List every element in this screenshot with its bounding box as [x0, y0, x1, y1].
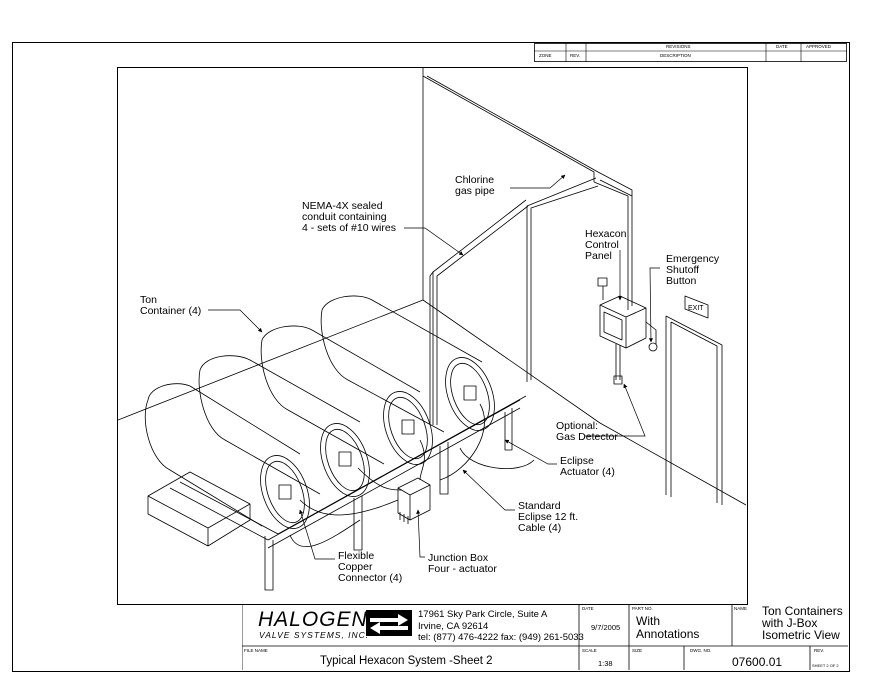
leader-shutoff: [648, 267, 660, 343]
chlorine-pipe: [422, 75, 599, 182]
leader-chlorine: [510, 174, 566, 189]
title-block-grid: [242, 604, 848, 670]
callout-standard-cable: Standard Eclipse 12 ft. Cable (4): [518, 500, 579, 534]
part-value: With Annotations: [636, 614, 700, 641]
drawing-frame: [117, 67, 748, 605]
hexacon-panel-drawing: [597, 277, 658, 385]
ton-container-3: [260, 325, 433, 465]
floor-left-line: [118, 299, 424, 421]
file-value: Typical Hexacon System -Sheet 2: [320, 655, 493, 667]
actuator-cables: [299, 403, 485, 516]
sheet-label: SHEET 2 OF 2: [812, 663, 839, 668]
size-label: SIZE: [632, 648, 643, 653]
address-line3: tel: (877) 476-4222 fax: (949) 261-5033: [418, 632, 584, 643]
logo-main-text: HALOGEN: [258, 608, 368, 631]
callout-hexacon-panel: Hexacon Control Panel: [585, 228, 627, 262]
leader-cable: [462, 469, 515, 511]
leader-actuator: [504, 439, 557, 465]
callout-nema-conduit: NEMA-4X sealed conduit containing 4 - se…: [302, 200, 396, 234]
title-block: HALOGEN VALVE SYSTEMS, INC. 17961 Sky Pa…: [242, 604, 848, 670]
callout-eclipse-actuator: Eclipse Actuator (4): [560, 455, 615, 478]
rev-date-label: DATE: [776, 44, 788, 49]
rev-description-label: DESCRIPTION: [660, 53, 691, 58]
callout-ton-container: Ton Container (4): [140, 294, 202, 317]
address-line1: 17961 Sky Park Circle, Suite A: [418, 609, 548, 620]
isometric-drawing: EXIT: [118, 68, 746, 591]
name-label: NAME: [734, 606, 748, 611]
leader-jbox: [416, 509, 425, 558]
date-label: DATE: [582, 606, 594, 611]
date-value: 9/7/2005: [591, 623, 621, 632]
leader-detector: [585, 383, 646, 437]
door-drawing: [665, 315, 723, 505]
exit-sign: EXIT: [684, 295, 709, 319]
exit-sign-text: EXIT: [688, 305, 704, 312]
rev-zone-label: ZONE: [539, 53, 552, 58]
leader-flexible: [299, 509, 335, 560]
callout-flexible-connector: Flexible Copper Connector (4): [338, 550, 403, 584]
halogen-logo: HALOGEN VALVE SYSTEMS, INC.: [258, 608, 413, 642]
rev-label: REV.: [814, 648, 825, 653]
address-line2: Irvine, CA 92614: [418, 621, 489, 632]
rev-approved-label: APPROVED: [806, 44, 832, 49]
leader-ton: [208, 309, 263, 333]
nema-conduit: [432, 199, 529, 425]
ton-container-4: [320, 295, 495, 433]
callout-junction-box: Junction Box Four - actuator: [428, 552, 497, 575]
rev-title-label: REVISIONS: [666, 44, 691, 49]
part-label: PART NO.: [632, 606, 653, 611]
rev-rev-label: REV.: [570, 53, 581, 58]
ton-container-1: [144, 383, 310, 529]
dwg-label: DWG. NO.: [690, 648, 712, 653]
callout-emergency-shutoff: Emergency Shutoff Button: [666, 253, 720, 287]
callout-chlorine-pipe: Chlorine gas pipe: [455, 174, 495, 197]
ton-container-2: [198, 355, 370, 497]
dwg-value: 07600.01: [732, 655, 783, 669]
leader-conduit: [404, 227, 464, 256]
callout-gas-detector: Optional: Gas Detector: [556, 420, 618, 443]
sheet-border: [12, 42, 850, 672]
logo-sub-text: VALVE SYSTEMS, INC.: [259, 630, 370, 640]
floor-right-line: [422, 299, 746, 506]
revisions-grid: [534, 43, 847, 62]
file-label: FILE NAME: [244, 648, 268, 653]
name-value: Ton Containers with J-Box Isometric View: [762, 604, 843, 642]
logo-arrows-icon: [366, 610, 412, 636]
revisions-table: ZONE REV. REVISIONS DESCRIPTION DATE APP…: [534, 43, 847, 62]
scale-value: 1:38: [598, 659, 613, 668]
junction-box-drawing: [397, 477, 431, 524]
scale-label: SCALE: [582, 648, 597, 653]
